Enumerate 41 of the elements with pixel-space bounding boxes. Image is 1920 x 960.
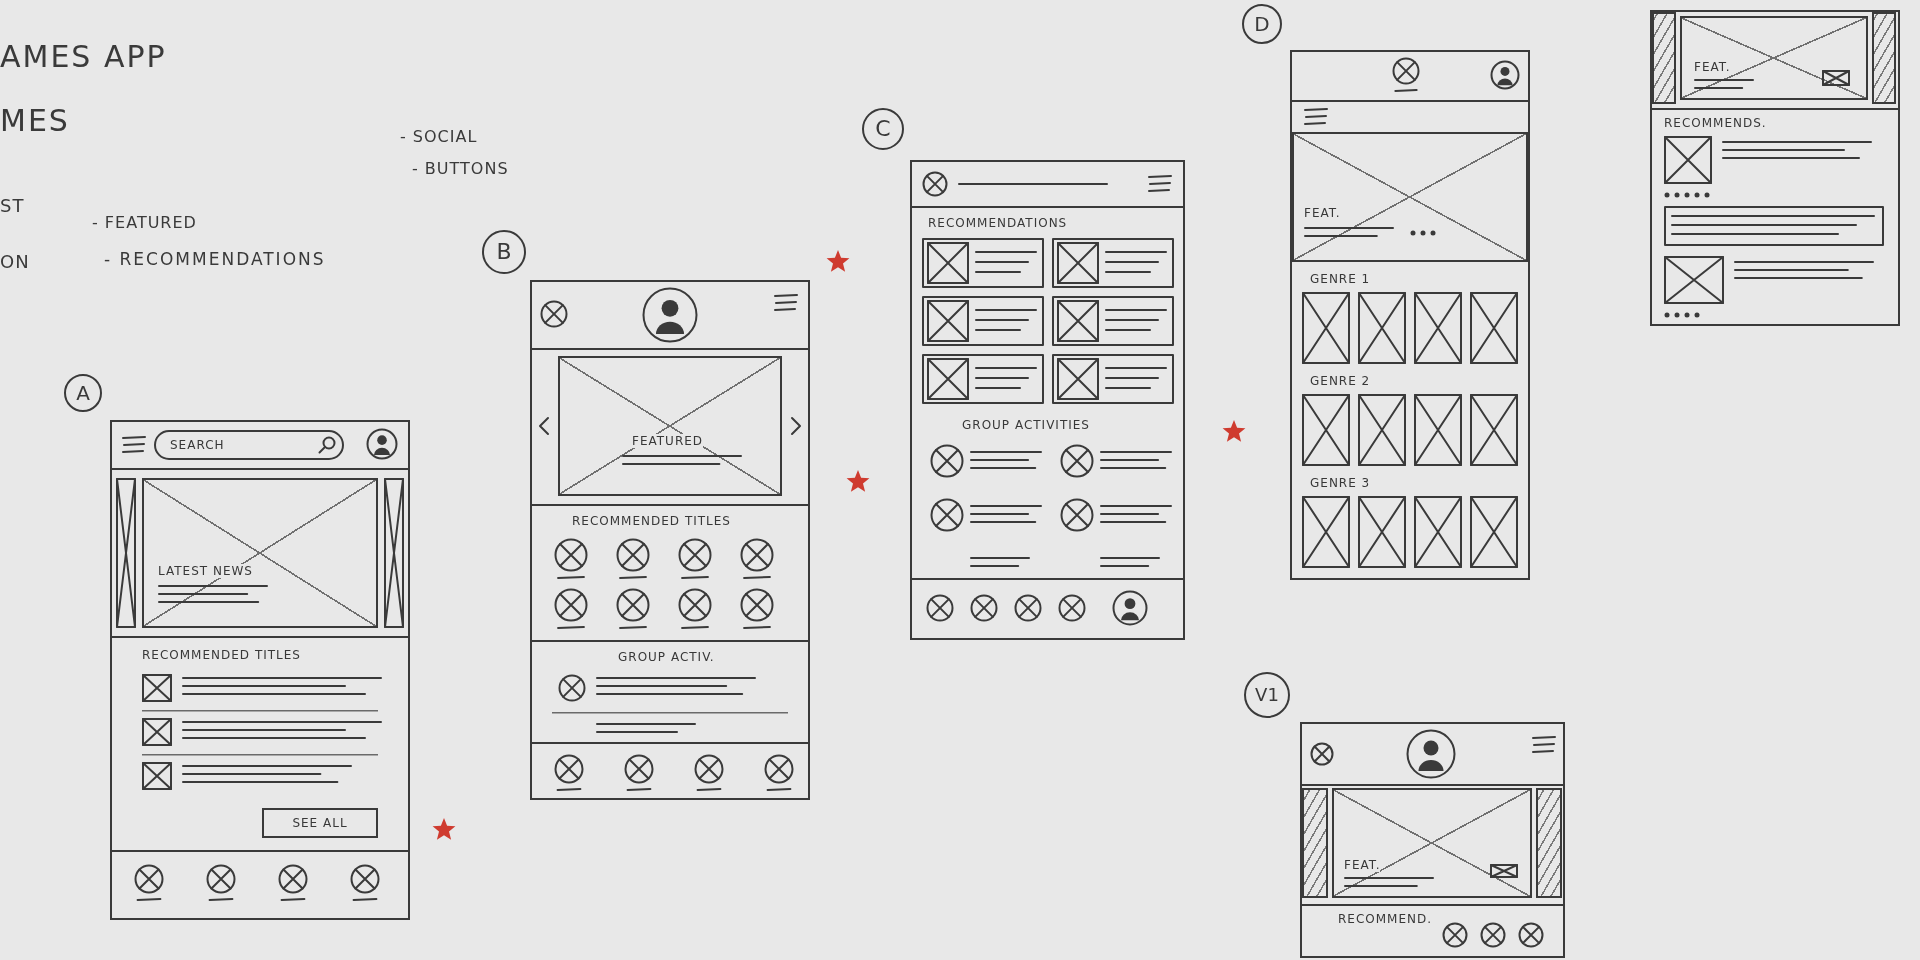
phone-screen-frame [1300,722,1565,958]
section-heading: GENRE 3 [1310,476,1371,490]
image-caption: FEAT. [1694,60,1731,74]
see-all-button: SEE ALL [262,808,378,838]
circled-label: D [1242,4,1282,44]
phone-screen-frame [1290,50,1530,580]
section-heading: RECOMMEND. [1338,912,1433,926]
image-caption: FEATURED [632,434,704,448]
handwritten-note: - BUTTONS [412,160,509,178]
hero-image-card [1680,16,1868,100]
circled-label: A [64,374,102,412]
search-field: SEARCH [154,430,344,460]
section-heading: GROUP ACTIVITIES [962,418,1090,432]
image-caption: FEAT. [1344,858,1381,872]
section-heading: RECOMMENDS. [1664,116,1767,130]
image-caption: FEAT. [1304,206,1341,220]
section-heading: RECOMMENDED TITLES [142,648,301,662]
circled-label: C [862,108,904,150]
handwritten-note: ON [0,252,30,272]
note-heading: AMES APP [0,40,167,73]
note-heading: MES [0,104,70,137]
hero-image-card [1332,788,1532,898]
phone-screen-frame [910,160,1185,640]
hero-image-card [1292,132,1528,262]
phone-screen-frame [1650,10,1900,326]
image-caption: LATEST NEWS [158,564,253,578]
hero-image-card [142,478,378,628]
phone-screen-frame [530,280,810,800]
handwritten-note: - SOCIAL [400,128,478,146]
section-heading: GENRE 2 [1310,374,1371,388]
section-heading: GENRE 1 [1310,272,1371,286]
section-heading: RECOMMENDED TITLES [572,514,731,528]
section-heading: RECOMMENDATIONS [928,216,1068,230]
handwritten-note: - FEATURED [92,214,197,232]
section-heading: GROUP ACTIV. [618,650,715,664]
handwritten-note: - RECOMMENDATIONS [104,250,326,269]
hero-image-card [558,356,782,496]
handwritten-note: ST [0,196,25,216]
circled-label: B [482,230,526,274]
circled-label: V1 [1244,672,1290,718]
phone-screen-frame [110,420,410,920]
